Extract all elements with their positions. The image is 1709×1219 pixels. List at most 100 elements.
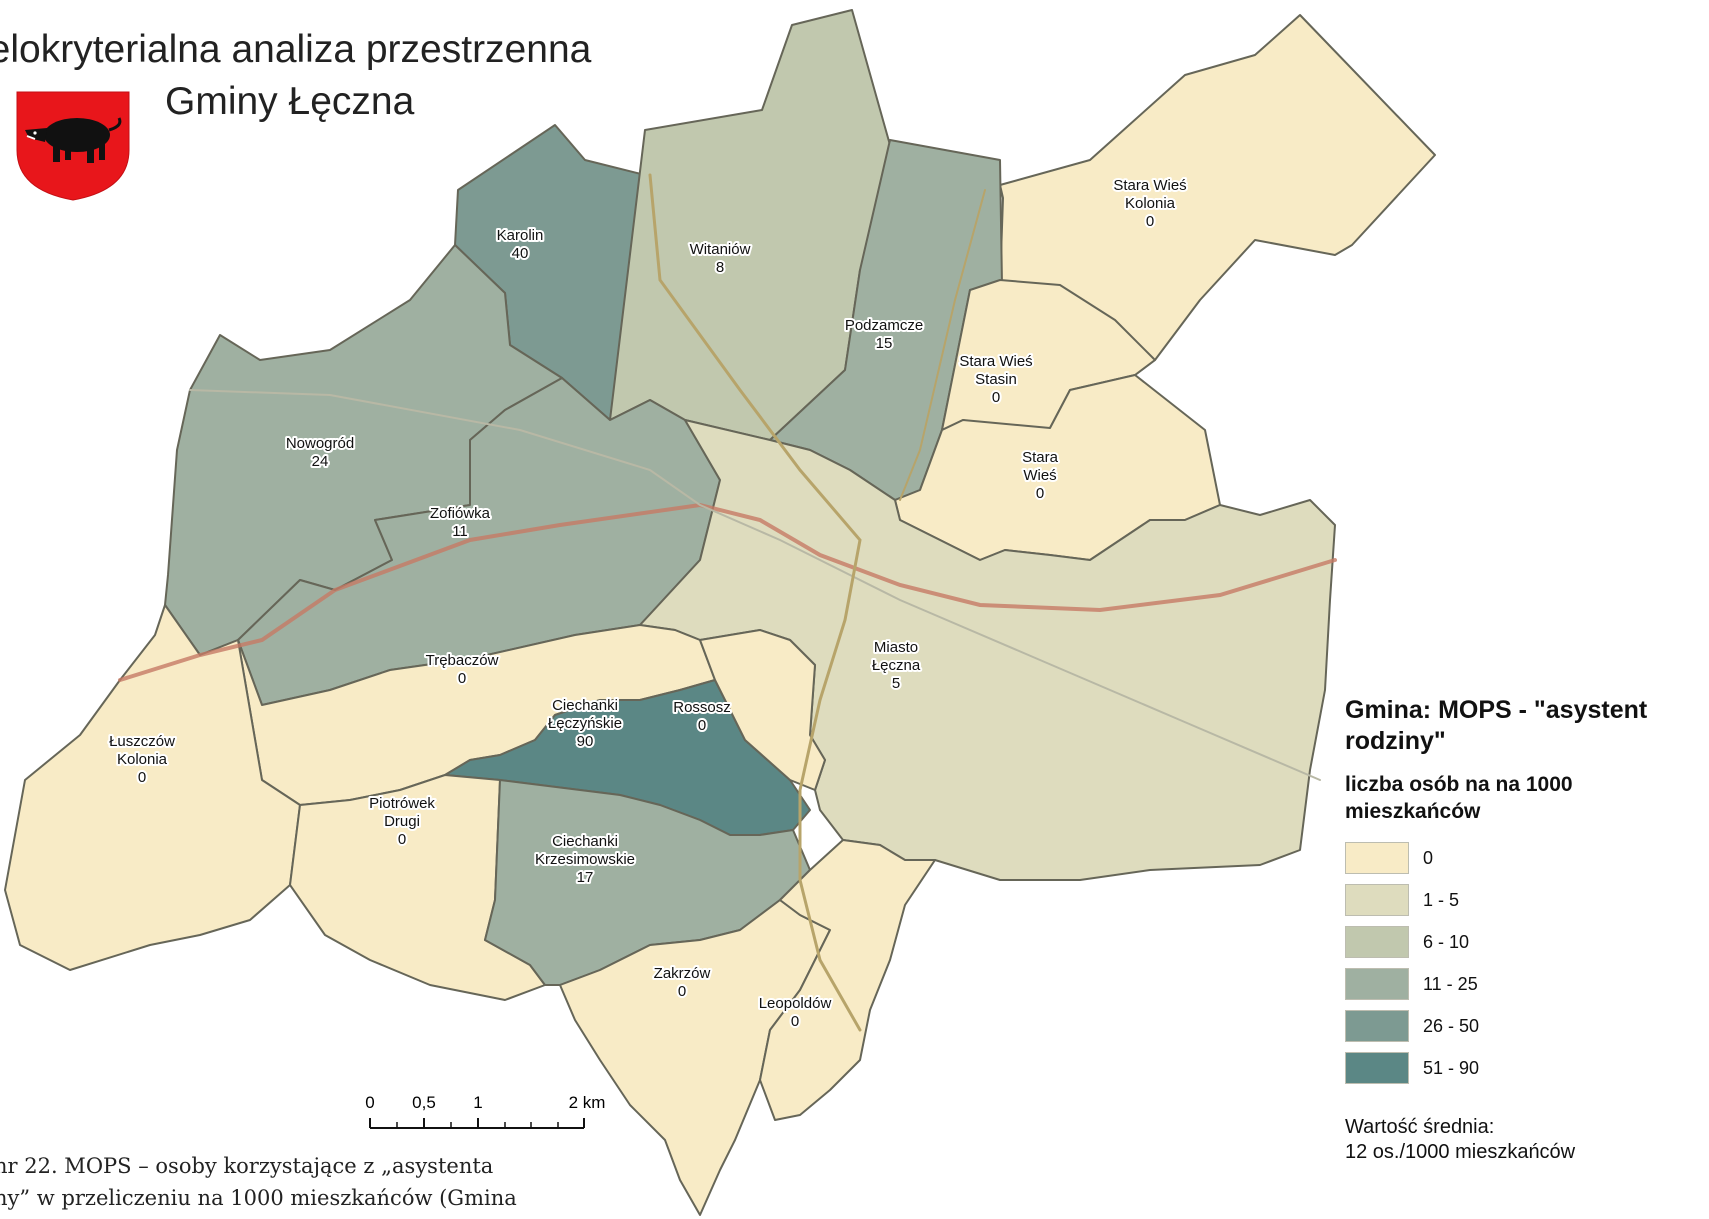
scale-tick-0: 0 xyxy=(365,1093,374,1112)
scale-tick-1: 1 xyxy=(473,1093,482,1112)
region-label-line: 0 xyxy=(1036,485,1044,502)
boar-on-red-shield-icon xyxy=(16,91,130,201)
region-label-line: Stara Wieś xyxy=(959,353,1032,370)
region-label-line: Kolonia xyxy=(117,751,168,768)
legend-title: Gmina: MOPS - "asystent rodziny" xyxy=(1345,696,1648,755)
legend-item-11-25: 11 - 25 xyxy=(1345,963,1705,1005)
region-label-line: 17 xyxy=(577,869,594,886)
region-label-line: Witaniów xyxy=(690,241,751,258)
legend-subtitle: liczba osób na na 1000 mieszkańców xyxy=(1345,773,1573,823)
legend-label-11-25: 11 - 25 xyxy=(1423,973,1478,994)
legend-items: 0 1 - 5 6 - 10 11 - 25 26 - 50 51 - 90 xyxy=(1345,837,1705,1089)
region-label-line: Zofiówka xyxy=(430,505,491,522)
legend-item-6-10: 6 - 10 xyxy=(1345,921,1705,963)
legend-swatch-11-25 xyxy=(1345,968,1409,1000)
figure-caption-line2: ny” w przeliczeniu na 1000 mieszkańców (… xyxy=(0,1186,517,1210)
legend-label-51-90: 51 - 90 xyxy=(1423,1057,1480,1078)
region-label-line: Trębaczów xyxy=(426,652,499,669)
region-label-line: Drugi xyxy=(384,813,420,830)
figure-caption-line1: nr 22. MOPS – osoby korzystające z „asys… xyxy=(0,1154,494,1178)
region-label-line: 8 xyxy=(716,259,724,276)
region-area-rossosz xyxy=(699,629,826,791)
region-polygons xyxy=(4,9,1436,1216)
region-label-line: 0 xyxy=(678,983,686,1000)
region-label-line: Stasin xyxy=(975,371,1017,388)
region-label-line: Ciechanki xyxy=(552,833,618,850)
legend-item-51-90: 51 - 90 xyxy=(1345,1047,1705,1089)
map-legend: Gmina: MOPS - "asystent rodziny" liczba … xyxy=(1345,695,1705,1165)
average-value-label: Wartość średnia: xyxy=(1345,1116,1495,1138)
region-label-line: 0 xyxy=(698,717,706,734)
legend-label-0: 0 xyxy=(1423,847,1434,868)
scale-bar: 0 0,5 1 2 km xyxy=(365,1093,606,1129)
region-label-line: Piotrówek xyxy=(369,795,435,812)
region-label-line: Stara xyxy=(1022,449,1059,466)
region-label-line: Kolonia xyxy=(1125,195,1176,212)
region-label-line: Stara Wieś xyxy=(1113,177,1186,194)
region-label-line: Nowogród xyxy=(286,435,354,452)
region-label-line: Łęczna xyxy=(872,657,921,674)
region-label-line: 11 xyxy=(452,523,468,540)
region-label-line: 24 xyxy=(312,453,329,470)
scale-tick-05: 0,5 xyxy=(412,1093,436,1112)
region-label-line: 0 xyxy=(398,831,406,848)
legend-label-26-50: 26 - 50 xyxy=(1423,1015,1480,1036)
average-value: Wartość średnia: 12 os./1000 mieszkańców xyxy=(1345,1115,1705,1165)
region-label-line: Łuszczów xyxy=(109,733,175,750)
region-label-line: 0 xyxy=(992,389,1000,406)
legend-swatch-0 xyxy=(1345,842,1409,874)
figure-caption: nr 22. MOPS – osoby korzystające z „asys… xyxy=(0,1150,517,1214)
region-label-line: 0 xyxy=(1146,213,1154,230)
region-area-leopoldow xyxy=(759,839,936,1121)
legend-item-26-50: 26 - 50 xyxy=(1345,1005,1705,1047)
region-label-line: 15 xyxy=(876,335,893,352)
legend-label-1-5: 1 - 5 xyxy=(1423,889,1460,910)
region-label-line: Rossosz xyxy=(673,699,731,716)
map-title-line2: Gminy Łęczna xyxy=(165,80,415,123)
region-label-line: 90 xyxy=(577,733,594,750)
region-label-line: Ciechanki xyxy=(552,697,618,714)
region-label-line: 0 xyxy=(791,1013,799,1030)
legend-item-0: 0 xyxy=(1345,837,1705,879)
region-label-line: Zakrzów xyxy=(654,965,711,982)
region-label-line: 40 xyxy=(512,245,529,262)
legend-swatch-51-90 xyxy=(1345,1052,1409,1084)
region-label-line: Miasto xyxy=(874,639,918,656)
region-label-line: Leopoldów xyxy=(759,995,832,1012)
region-label-line: Podzamcze xyxy=(845,317,923,334)
region-label-line: 0 xyxy=(458,670,466,687)
map-title-line1: ielokryterialna analiza przestrzenna xyxy=(0,28,592,71)
legend-swatch-6-10 xyxy=(1345,926,1409,958)
region-area-luszczow-kolonia xyxy=(4,604,301,971)
region-label-line: Wieś xyxy=(1023,467,1056,484)
region-label-line: Karolin xyxy=(497,227,544,244)
region-label-line: 5 xyxy=(892,675,900,692)
legend-item-1-5: 1 - 5 xyxy=(1345,879,1705,921)
legend-swatch-1-5 xyxy=(1345,884,1409,916)
legend-swatch-26-50 xyxy=(1345,1010,1409,1042)
legend-label-6-10: 6 - 10 xyxy=(1423,931,1470,952)
scale-tick-2km: 2 km xyxy=(569,1093,606,1112)
roads xyxy=(118,173,1337,1032)
region-label-line: 0 xyxy=(138,769,146,786)
region-label-line: Łęczyńskie xyxy=(548,715,622,732)
region-label-line: Krzesimowskie xyxy=(535,851,635,868)
average-value-number: 12 os./1000 mieszkańców xyxy=(1345,1141,1576,1163)
